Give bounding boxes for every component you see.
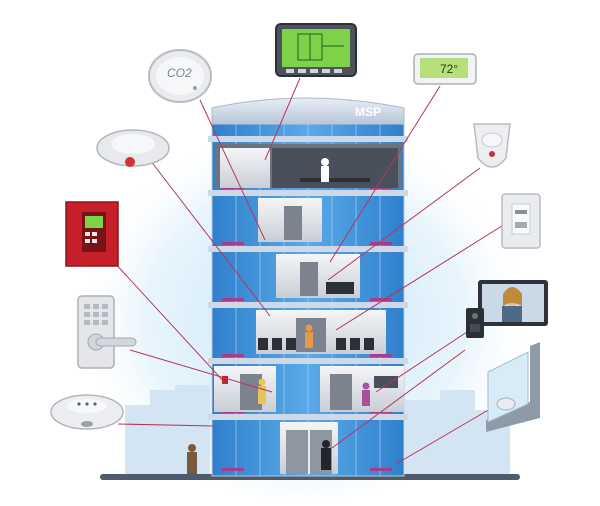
thermostat-temperature: 72° [440,62,458,76]
door-intercom-icon [466,308,484,338]
thermostat-icon: 72° [413,53,477,85]
city-skyline [125,385,510,475]
room-floor-4 [256,310,386,354]
building-sign: MSP [355,105,381,119]
touch-panel-icon [275,23,357,77]
ground-line [100,474,520,480]
person-outside [187,444,197,474]
video-intercom-icon [478,280,548,326]
callout-lines [111,77,506,465]
room-top-floor [216,144,402,188]
co2-detector-icon: CO2 [148,49,212,103]
keypad-lock-icon [77,295,137,369]
ceiling-sensor-icon [50,394,124,430]
smoke-detector-icon [96,129,170,167]
lobby [280,422,338,474]
fire-alarm-panel-icon [65,201,119,267]
motion-sensor-icon [473,123,511,168]
wall-switch-icon [501,193,541,249]
window-contact-icon [486,342,540,432]
room-floor-2 [258,198,322,242]
building: MSP [208,97,408,477]
room-floor-3 [276,254,360,298]
co2-label: CO2 [167,66,192,80]
room-floor-5 [214,366,404,412]
